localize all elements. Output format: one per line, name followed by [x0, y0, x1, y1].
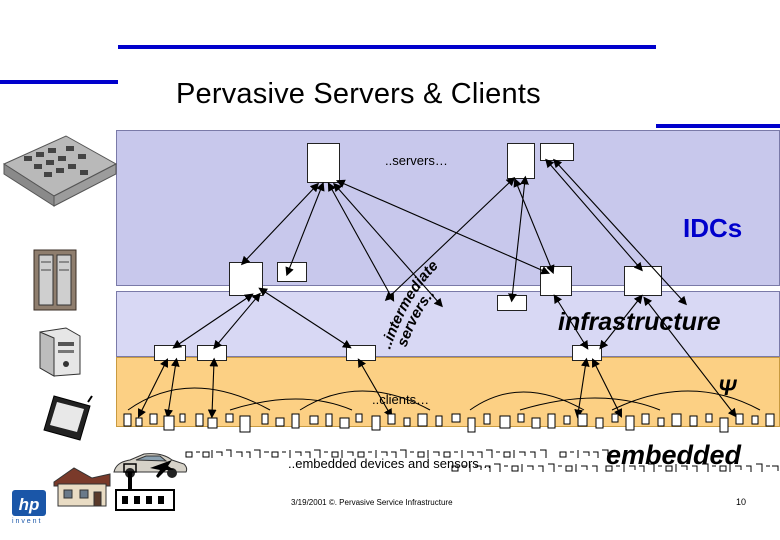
servers-label: ..servers…: [385, 153, 448, 168]
workstation-icon: [39, 327, 81, 377]
left-rule: [0, 80, 118, 84]
svg-text:hp: hp: [19, 495, 40, 514]
psi-symbol: Ψ: [718, 375, 737, 400]
intermediate-label-curve: ..intermediate servers..: [378, 257, 442, 351]
infrastructure-label: infrastructure: [558, 308, 721, 336]
server-box: [307, 143, 340, 183]
idcs-label: IDCs: [683, 213, 743, 243]
hp-tagline: i n v e n t: [12, 518, 41, 525]
clients-label: ..clients…: [372, 392, 430, 407]
house-icon: [53, 467, 111, 507]
right-rule: [656, 124, 780, 128]
embedded-label: embedded: [606, 440, 742, 470]
hp-logo: hp: [12, 490, 46, 516]
footer-text: 3/19/2001 ©. Pervasive Service Infrastru…: [291, 498, 453, 507]
page-number: 10: [736, 497, 747, 507]
server-rack-icon: [2, 135, 118, 207]
airport-icon: [115, 460, 175, 511]
embedded-devices-label: ..embedded devices and sensors…: [288, 456, 492, 471]
pda-icon: [43, 395, 93, 441]
server-box: [507, 143, 535, 179]
intermediate-servers-label: ..intermediate servers..: [360, 250, 470, 360]
top-rule: [118, 45, 656, 49]
server-tower-icon: [33, 249, 77, 311]
slide-title: Pervasive Servers & Clients: [176, 78, 541, 110]
